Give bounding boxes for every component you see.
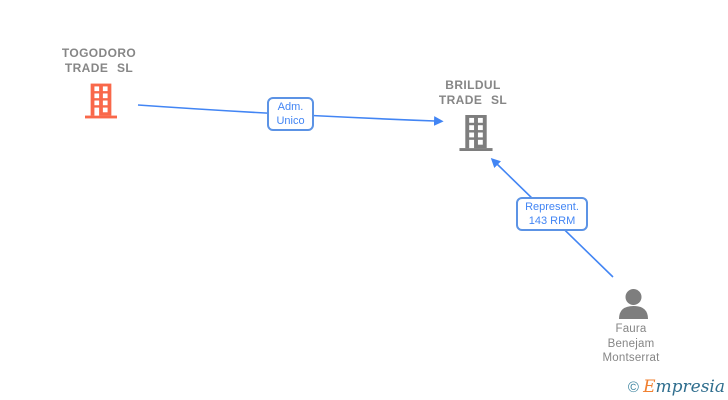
- empresia-watermark: © Empresia: [628, 377, 725, 397]
- edge-label-line: Adm.: [277, 101, 304, 113]
- edge-label-adm-unico: Adm. Unico: [267, 97, 314, 131]
- person-name-line: Montserrat: [602, 352, 660, 364]
- company-name-line: BRILDUL: [445, 78, 501, 92]
- person-icon[interactable]: [618, 289, 649, 324]
- copyright-icon: ©: [627, 379, 639, 396]
- building-icon[interactable]: [85, 83, 117, 124]
- brand-logo-text: Empresia: [643, 377, 725, 397]
- node-label-person[interactable]: Faura Benejam Montserrat: [561, 322, 701, 366]
- edge-label-represent: Represent. 143 RRM: [516, 197, 588, 231]
- edge-label-line: 143 RRM: [528, 215, 576, 227]
- company-name-line: TRADE SL: [438, 93, 508, 107]
- node-label-brildul[interactable]: BRILDUL TRADE SL: [403, 78, 543, 108]
- building-icon[interactable]: [459, 115, 493, 156]
- node-label-togodoro[interactable]: TOGODORO TRADE SL: [29, 46, 169, 76]
- edge-label-line: Represent.: [525, 201, 579, 213]
- company-name-line: TRADE SL: [64, 61, 134, 75]
- person-name-line: Benejam: [607, 337, 655, 350]
- person-name-line: Faura: [615, 323, 647, 335]
- edge-label-line: Unico: [276, 115, 305, 127]
- company-name-line: TOGODORO: [61, 46, 137, 60]
